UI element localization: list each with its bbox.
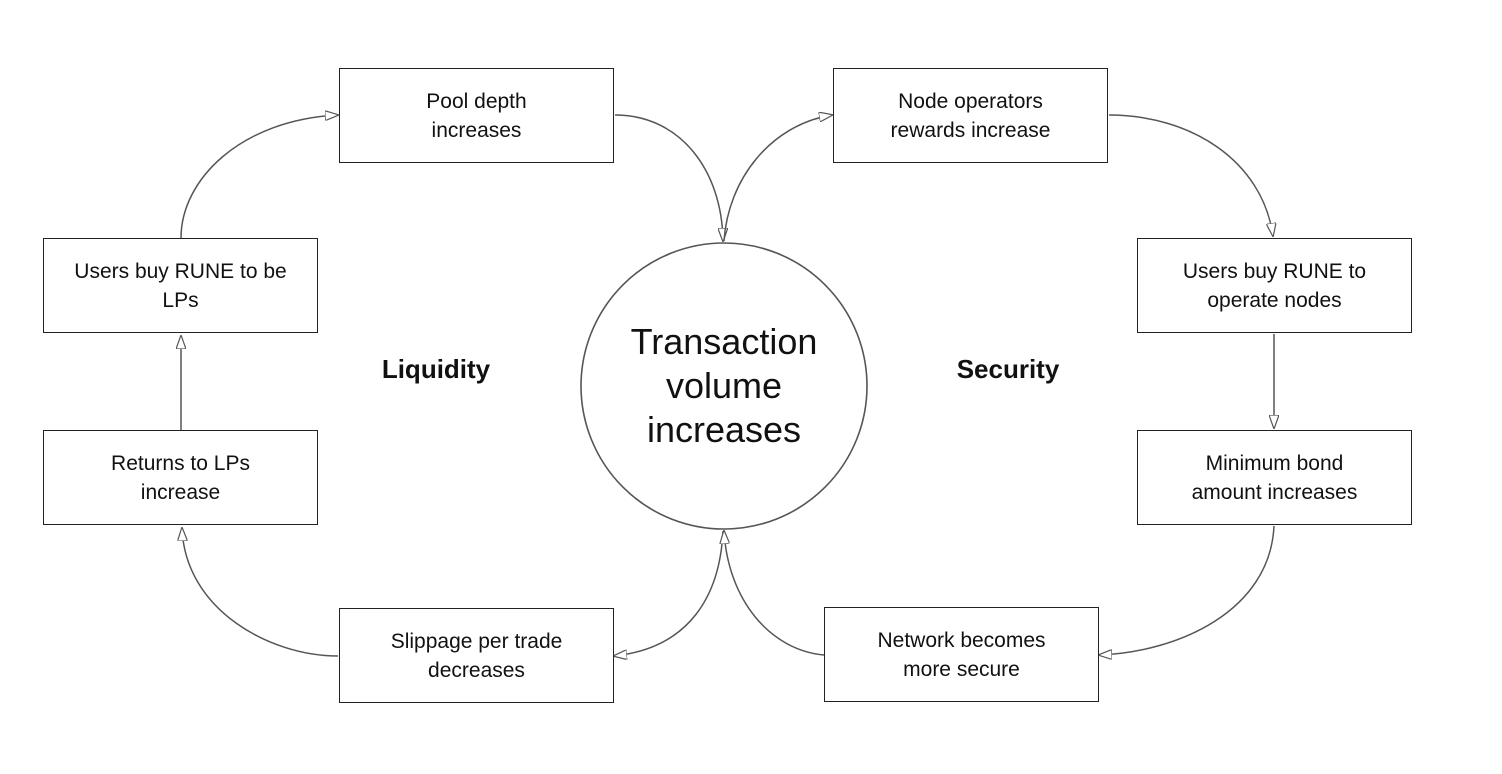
liquidity-label-text: Liquidity bbox=[381, 354, 491, 384]
box-users-buy-rune-lp: Users buy RUNE to be LPs bbox=[43, 238, 318, 333]
security-label-text: Security bbox=[956, 354, 1060, 384]
returns-text: Returns to LPs increase bbox=[111, 451, 250, 504]
arrow-min-bond-to-network-secure bbox=[1099, 525, 1275, 655]
box-users-buy-rune-nodes: Users buy RUNE to operate nodes bbox=[1137, 238, 1412, 333]
arrow-pool-depth-to-center bbox=[614, 114, 723, 241]
box-minimum-bond: Minimum bond amount increases bbox=[1137, 430, 1412, 525]
arrow-center-to-slippage bbox=[614, 530, 724, 656]
arrow-node-rewards-to-users-nodes bbox=[1108, 114, 1273, 236]
arrow-network-secure-to-center bbox=[724, 531, 825, 656]
center-circle bbox=[580, 242, 868, 530]
section-label-security: Security bbox=[928, 354, 1088, 384]
arrow-center-to-node-rewards bbox=[723, 115, 832, 242]
network-secure-text: Network becomes more secure bbox=[877, 628, 1046, 681]
node-rewards-text: Node operators rewards increase bbox=[890, 89, 1051, 142]
min-bond-text: Minimum bond amount increases bbox=[1191, 451, 1358, 504]
users-buy-lp-text: Users buy RUNE to be LPs bbox=[74, 259, 287, 312]
section-label-liquidity: Liquidity bbox=[356, 354, 516, 384]
pool-depth-text: Pool depth increases bbox=[426, 89, 527, 142]
box-returns-to-lps: Returns to LPs increase bbox=[43, 430, 318, 525]
arrow-slippage-to-returns bbox=[182, 528, 339, 657]
box-node-operators-rewards: Node operators rewards increase bbox=[833, 68, 1108, 163]
box-network-secure: Network becomes more secure bbox=[824, 607, 1099, 702]
users-buy-nodes-text: Users buy RUNE to operate nodes bbox=[1182, 259, 1367, 312]
arrow-users-lp-to-pool-depth bbox=[180, 115, 338, 239]
center-node-text: Transaction volume increases bbox=[582, 244, 866, 528]
box-pool-depth: Pool depth increases bbox=[339, 68, 614, 163]
box-slippage: Slippage per trade decreases bbox=[339, 608, 614, 703]
slippage-text: Slippage per trade decreases bbox=[390, 629, 563, 682]
center-node-label: Transaction volume increases bbox=[630, 321, 818, 450]
